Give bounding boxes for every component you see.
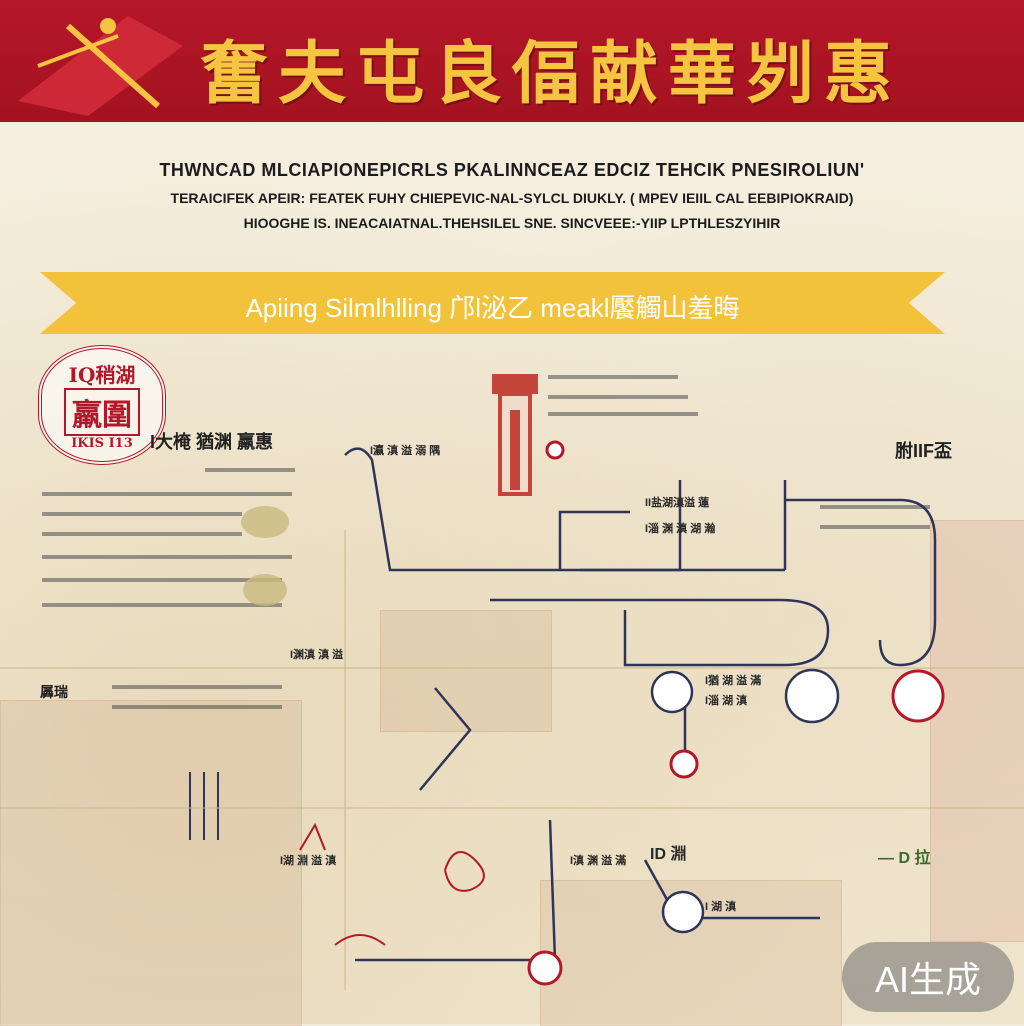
subtitle-line-3: HIOOGHE IS. INEACAIATNAL.THEHSILEL SNE. …: [243, 215, 781, 231]
tower-icon: [492, 374, 538, 496]
bg-building-left: [0, 700, 302, 1026]
subtitle-line-2: TERAICIFEK APEIR: FEATEK FUHY CHIEPEVIC-…: [170, 190, 854, 206]
text-line: [205, 468, 295, 472]
marker-circle: [527, 950, 563, 986]
diagram-label: I 湖 滇: [705, 901, 737, 913]
text-line: [548, 412, 698, 416]
text-line: [820, 505, 930, 509]
seal-stamp: IQ稍湖 羸圍 IKIS I13: [38, 345, 166, 465]
text-line: [42, 532, 242, 536]
text-line: [820, 525, 930, 529]
diagram-label: I滇 渊 溢 滿: [570, 855, 627, 867]
left-section-heading: I大㭺 猶渊 羸惠: [150, 432, 274, 452]
marker-circle: [669, 749, 699, 779]
node-circle: [784, 668, 840, 724]
text-line: [42, 492, 292, 496]
ribbon-text: Apiing Silmlhlling 邝l泌乙 meakl饜觸山羞晦: [245, 293, 740, 323]
diagram-label: I瀛 滇 溢 溺 隅: [370, 445, 441, 457]
text-line: [548, 395, 688, 399]
text-line: [42, 512, 242, 516]
stamp-bottom-text: IKIS I13: [71, 436, 133, 451]
text-line: [112, 705, 282, 709]
diagram-label: I淄 湖 滇: [705, 695, 748, 707]
marker-circle: [891, 669, 945, 723]
diagram-label: I渊滇 滇 溢: [290, 649, 344, 661]
node-circle: [661, 890, 705, 934]
stamp-middle-text: 羸圍: [64, 388, 140, 436]
text-line: [548, 375, 678, 379]
stamp-top-text: IQ稍湖: [68, 363, 136, 387]
diagram-label: II盐湖滇溢 蓮: [645, 497, 710, 509]
text-line: [112, 685, 282, 689]
banner-title: 奮夫屯良偪献華刿惠: [200, 34, 903, 108]
diagram-label: I猶 湖 溢 滿: [705, 675, 762, 687]
bg-building-center: [380, 610, 552, 732]
header-banner: 奮夫屯良偪献華刿惠: [0, 0, 1024, 122]
marker-circle: [545, 440, 565, 460]
diagram-label: I淄 渊 滇 湖 瀚: [645, 523, 716, 535]
text-line: [42, 578, 282, 582]
diagram-label: ID 淵: [650, 846, 687, 863]
text-line: [42, 603, 282, 607]
flag-decoration-icon: [18, 16, 183, 116]
diagram-label: I湖 淵 溢 滇: [280, 855, 337, 867]
text-line: [42, 555, 292, 559]
bottom-right-label: — D 拉: [878, 850, 931, 867]
yellow-ribbon: Apiing Silmlhlling 邝l泌乙 meakl饜觸山羞晦: [40, 272, 945, 334]
subtitle-line-1: THWNCAD MLCIAPIONEPICRLS PKALINNCEAZ EDC…: [159, 160, 865, 180]
right-section-heading: 胕IIF盃: [895, 441, 952, 461]
ai-generated-badge: AI生成: [842, 942, 1014, 1012]
left-small-heading: 羼瑞: [40, 684, 68, 700]
bg-building-right: [930, 520, 1024, 942]
node-circle: [650, 670, 694, 714]
